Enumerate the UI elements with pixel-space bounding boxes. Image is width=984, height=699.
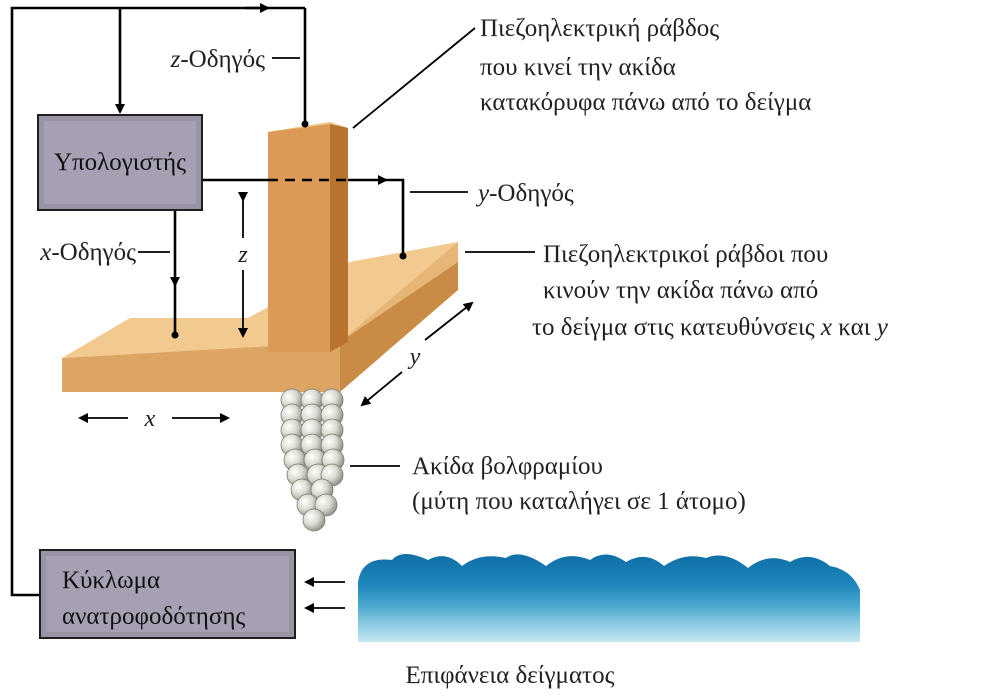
x-drive-text: -Οδηγός xyxy=(51,239,136,266)
tip-atom xyxy=(314,493,338,517)
x-drive-var: x xyxy=(39,239,51,266)
z-drive-var: z xyxy=(170,46,181,73)
piezo-xy-line1: Πιεζοηλεκτρικοί ράβδοι που xyxy=(543,241,828,268)
signal-arrows xyxy=(304,577,345,613)
y-axis-label: y xyxy=(408,344,421,370)
z-piezo-rod xyxy=(268,122,348,352)
piezo-xy-line3-x: x xyxy=(820,314,832,341)
piezo-rod-line2: που κινεί την ακίδα xyxy=(480,54,676,81)
svg-text:z-Οδηγός: z-Οδηγός xyxy=(170,46,266,73)
tip-line2: (μύτη που καταλήγει σε 1 άτομο) xyxy=(412,488,746,515)
computer-box: Υπολογιστής xyxy=(37,114,203,211)
tip-callout: Ακίδα βολφραμίου (μύτη που καταλήγει σε … xyxy=(350,453,746,515)
piezo-xy-callout: Πιεζοηλεκτρικοί ράβδοι που κινούν την ακ… xyxy=(465,241,889,341)
feedback-label-line2: ανατροφοδότησης xyxy=(62,603,245,630)
y-drive-text: -Οδηγός xyxy=(489,180,574,207)
piezo-xy-line3-y: y xyxy=(874,314,889,341)
piezo-rod-line1: Πιεζοηλεκτρική ράβδος xyxy=(480,15,719,42)
piezo-xy-line3: το δείγμα στις κατευθύνσεις x και y xyxy=(532,314,889,341)
svg-text:y-Οδηγός: y-Οδηγός xyxy=(475,180,574,207)
y-axis-arrow: y xyxy=(360,301,474,407)
piezo-rod-callout: Πιεζοηλεκτρική ράβδος που κινεί την ακίδ… xyxy=(352,15,811,129)
svg-text:x-Οδηγός: x-Οδηγός xyxy=(39,239,136,266)
computer-label: Υπολογιστής xyxy=(54,149,186,176)
z-axis-arrow: z xyxy=(237,192,248,338)
piezo-xy-line3-and: και xyxy=(838,314,870,341)
wiring xyxy=(10,3,407,597)
z-drive-text: -Οδηγός xyxy=(180,46,265,73)
x-axis-arrow: x xyxy=(78,406,230,432)
piezo-xy-line3-prefix: το δείγμα στις κατευθύνσεις xyxy=(532,314,815,341)
tip-line1: Ακίδα βολφραμίου xyxy=(412,453,603,480)
tip-atom xyxy=(302,508,326,532)
piezo-rod-line3: κατακόρυφα πάνω από το δείγμα xyxy=(480,89,811,116)
x-axis-label: x xyxy=(144,406,156,432)
xy-piezo-platform xyxy=(62,242,458,392)
y-drive-label: y-Οδηγός xyxy=(410,180,574,207)
piezo-xy-line2: κινούν την ακίδα πάνω από xyxy=(543,277,818,304)
surface-label: Επιφάνεια δείγματος xyxy=(405,662,614,689)
feedback-label-line1: Κύκλωμα xyxy=(62,567,160,594)
x-drive-label: x-Οδηγός xyxy=(39,239,170,266)
sample-surface xyxy=(358,554,860,642)
tungsten-tip xyxy=(280,388,345,532)
z-axis-label: z xyxy=(237,242,248,268)
y-drive-var: y xyxy=(475,180,490,207)
feedback-circuit-box: Κύκλωμα ανατροφοδότησης xyxy=(39,549,296,639)
z-drive-label: z-Οδηγός xyxy=(170,46,300,73)
